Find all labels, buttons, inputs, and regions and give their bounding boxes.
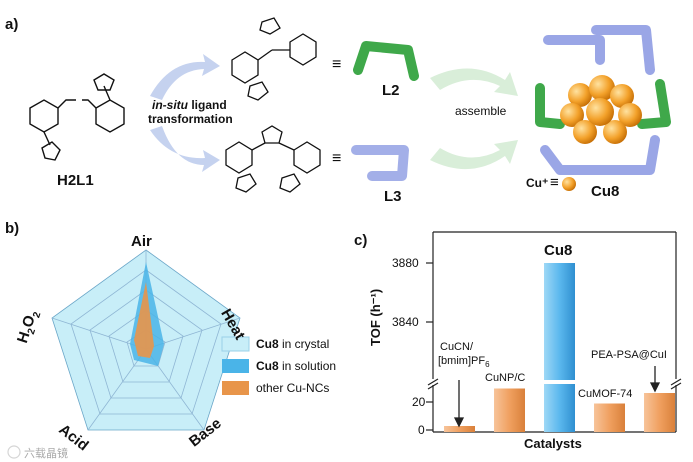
legend-swatch-solution	[222, 359, 249, 373]
cu8-product-label: Cu8	[591, 183, 620, 200]
transform-label-line1: in-situ ligand	[152, 98, 227, 112]
h2l1-label: H2L1	[57, 172, 94, 189]
bar-cumof-74	[594, 403, 625, 432]
assemble-label: assemble	[455, 104, 507, 118]
cu8-cluster-icon	[535, 25, 671, 175]
equiv-cu: ≡	[550, 174, 559, 191]
l3-label: L3	[384, 188, 402, 205]
bar-chart-frame	[426, 231, 677, 433]
cu8-bar-title: Cu8	[544, 242, 573, 259]
watermark-logo	[7, 445, 21, 459]
equiv-l2: ≡	[332, 56, 342, 73]
bar-break-gap	[543, 380, 576, 384]
panel-c-label: c)	[354, 232, 368, 249]
panel-a-label: a)	[5, 16, 19, 33]
transform-italic: in-situ	[152, 98, 188, 112]
cucn-sub: 6	[485, 360, 490, 370]
bar-pea-psa-cui	[644, 393, 675, 432]
legend-solution-rest: in solution	[278, 359, 337, 373]
y-axis-label: TOF (h⁻¹)	[368, 288, 383, 346]
l3-tube-icon	[351, 145, 409, 181]
legend-solution-bold: Cu8	[256, 359, 279, 373]
l3-structure	[225, 125, 321, 193]
assemble-arrow	[430, 68, 518, 96]
l2-tube-icon	[353, 41, 419, 81]
legend-swatch-crystal	[221, 336, 250, 352]
equiv-l3: ≡	[332, 150, 342, 167]
axis-break-marks	[427, 378, 682, 390]
bar-label-cumof: CuMOF-74	[578, 388, 633, 400]
cucn-main: [bmim]PF	[438, 355, 486, 367]
transform-label-line2: transformation	[148, 112, 233, 126]
arrow-to-l3	[150, 126, 220, 172]
cu-ion-icon	[562, 177, 576, 191]
y-tick-20: 20	[412, 395, 426, 409]
radar-axis-air: Air	[131, 233, 152, 250]
y-tick-3840: 3840	[392, 315, 419, 329]
h2l1-structure	[29, 73, 125, 161]
bar-cunp-c	[494, 388, 525, 432]
l2-label: L2	[382, 82, 400, 99]
bar-label-cunp: CuNP/C	[485, 372, 526, 384]
legend-item-other: other Cu-NCs	[256, 381, 330, 395]
bar-label-cucn-line2: [bmim]PF6	[438, 355, 490, 369]
y-tick-0: 0	[418, 423, 425, 437]
legend-swatch-other	[222, 381, 249, 395]
y-tick-3880: 3880	[392, 256, 419, 270]
annotation-arrows	[453, 366, 661, 428]
legend-item-crystal: Cu8 in crystal	[256, 337, 329, 351]
bars-layer	[444, 263, 675, 432]
legend-item-solution: Cu8 in solution	[256, 359, 336, 373]
legend-crystal-bold: Cu8	[256, 337, 279, 351]
l2-structure	[231, 17, 317, 101]
bar-cucn-bmim-pf6	[444, 426, 475, 432]
assemble-arrow-lower	[430, 140, 518, 170]
watermark-text: 六载晶镜	[24, 448, 68, 460]
transform-rest: ligand	[188, 98, 227, 112]
panel-b-label: b)	[5, 220, 20, 237]
legend-crystal-rest: in crystal	[278, 337, 330, 351]
bar-label-cucn-line1: CuCN/	[440, 341, 474, 353]
bar-cu8	[544, 263, 575, 432]
x-axis-label: Catalysts	[524, 436, 582, 451]
cu-ion-label: Cu⁺	[526, 176, 549, 190]
bar-label-pea: PEA-PSA@CuI	[591, 349, 667, 361]
arrow-to-l2	[150, 54, 220, 100]
radar-series-other-cu-ncs	[134, 282, 154, 358]
